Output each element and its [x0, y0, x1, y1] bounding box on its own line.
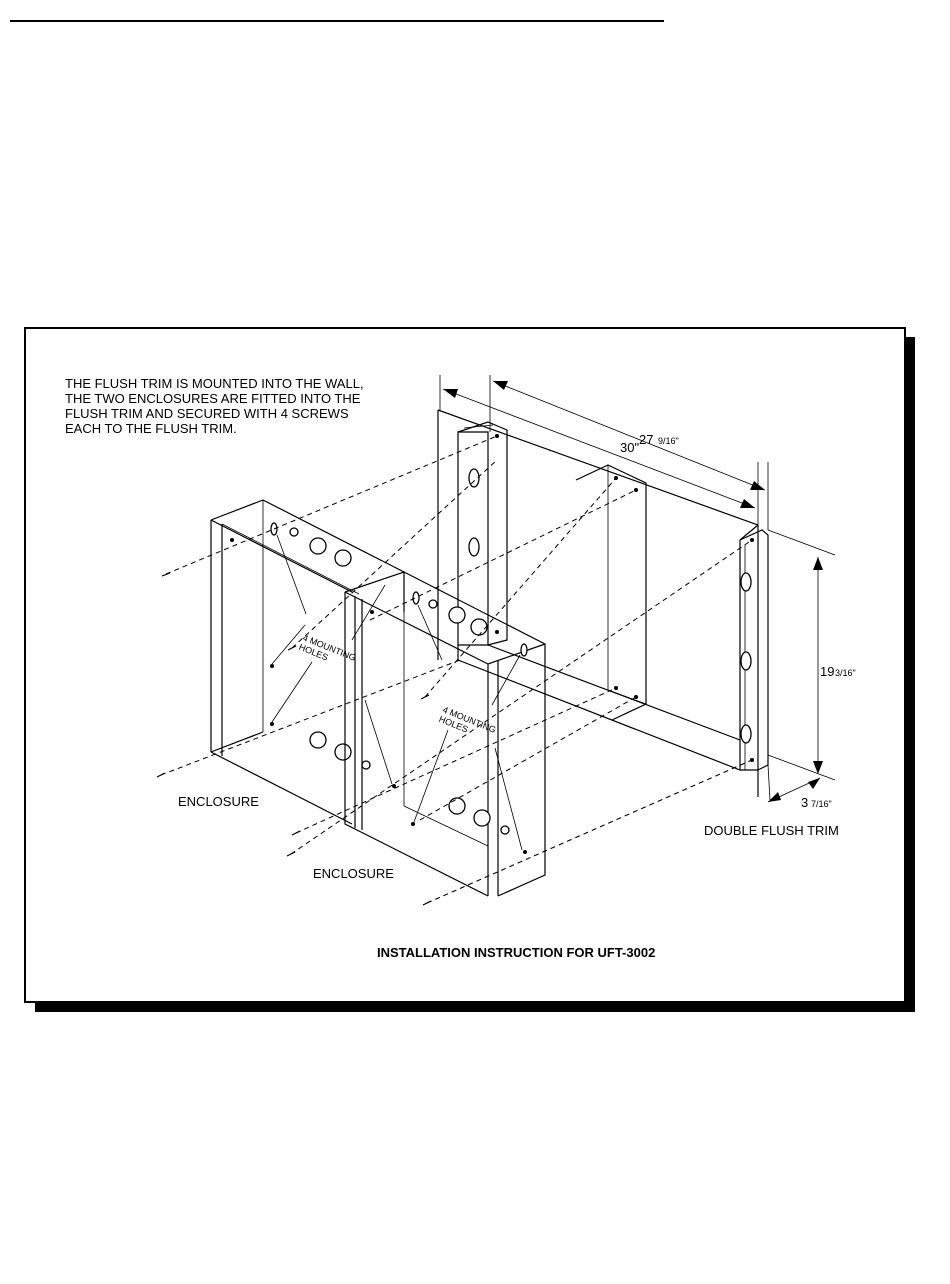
diagram-caption: INSTALLATION INSTRUCTION FOR UFT-3002: [377, 945, 655, 960]
dim-depth-frac: 7/16": [811, 799, 832, 809]
screws: [157, 573, 431, 905]
dim-depth-whole: 3: [801, 795, 808, 810]
dim-width-inner-whole: 27: [639, 432, 653, 447]
dim-width-inner-frac: 9/16": [658, 436, 679, 446]
dimension-height: [768, 530, 835, 780]
mounting-holes-label-left: 4 MOUNTING HOLES: [298, 633, 358, 673]
enclosure-left: [211, 500, 404, 824]
enclosure-front: [345, 572, 545, 896]
dim-width-outer-label: 30": [620, 440, 639, 455]
dim-height-frac: 3/16": [835, 668, 856, 678]
alignment-lines: [161, 436, 752, 903]
enclosure-label-left: ENCLOSURE: [178, 794, 259, 809]
dim-height-whole: 19: [820, 664, 834, 679]
dimension-depth: [768, 765, 820, 802]
double-flush-trim-label: DOUBLE FLUSH TRIM: [704, 823, 839, 838]
enclosure-label-front: ENCLOSURE: [313, 866, 394, 881]
